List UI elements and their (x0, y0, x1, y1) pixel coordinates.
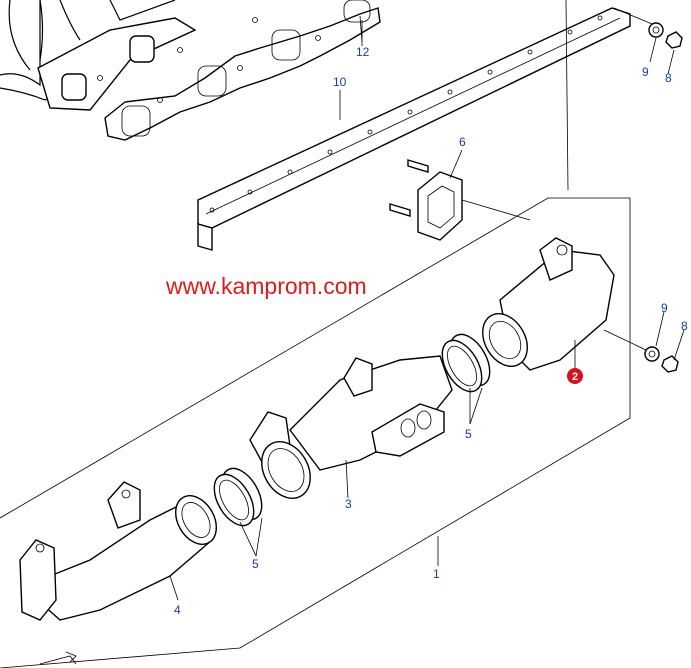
callout-4: 4 (174, 603, 181, 617)
manifold-section-2 (482, 237, 615, 371)
nut-and-washer-lower (644, 346, 679, 373)
callout-12: 12 (356, 45, 370, 59)
heat-shield-holes (209, 15, 603, 213)
callout-3: 3 (345, 497, 352, 511)
seal-rings-5-right (441, 333, 491, 393)
orientation-arrow-icon (39, 651, 77, 665)
callout-1: 1 (433, 567, 440, 581)
seal-rings-5-centre (213, 467, 263, 527)
leader-lines (169, 20, 685, 601)
callout-9-lower: 9 (661, 301, 668, 315)
cylinder-head (0, 0, 197, 111)
callout-8-lower: 8 (681, 319, 688, 333)
watermark-text: www.kamprom.com (165, 273, 367, 299)
callout-5-left: 5 (252, 557, 259, 571)
callout-2: 2 (572, 371, 578, 383)
manifold-section-4 (19, 481, 217, 621)
studs (389, 159, 429, 217)
callout-5-right: 5 (465, 427, 472, 441)
callout-2-marker (567, 368, 583, 384)
callout-10: 10 (333, 75, 347, 89)
callout-6: 6 (459, 135, 466, 149)
callout-9-top: 9 (642, 65, 649, 79)
assembly-outline-1 (0, 197, 631, 668)
manifold-gasket-12 (97, 0, 381, 141)
flange-gasket-6 (417, 171, 531, 241)
heat-shield-10 (197, 0, 631, 251)
callout-8-top: 8 (665, 71, 672, 85)
nut-and-washer-top (648, 22, 683, 49)
manifold-section-3 (249, 355, 453, 499)
